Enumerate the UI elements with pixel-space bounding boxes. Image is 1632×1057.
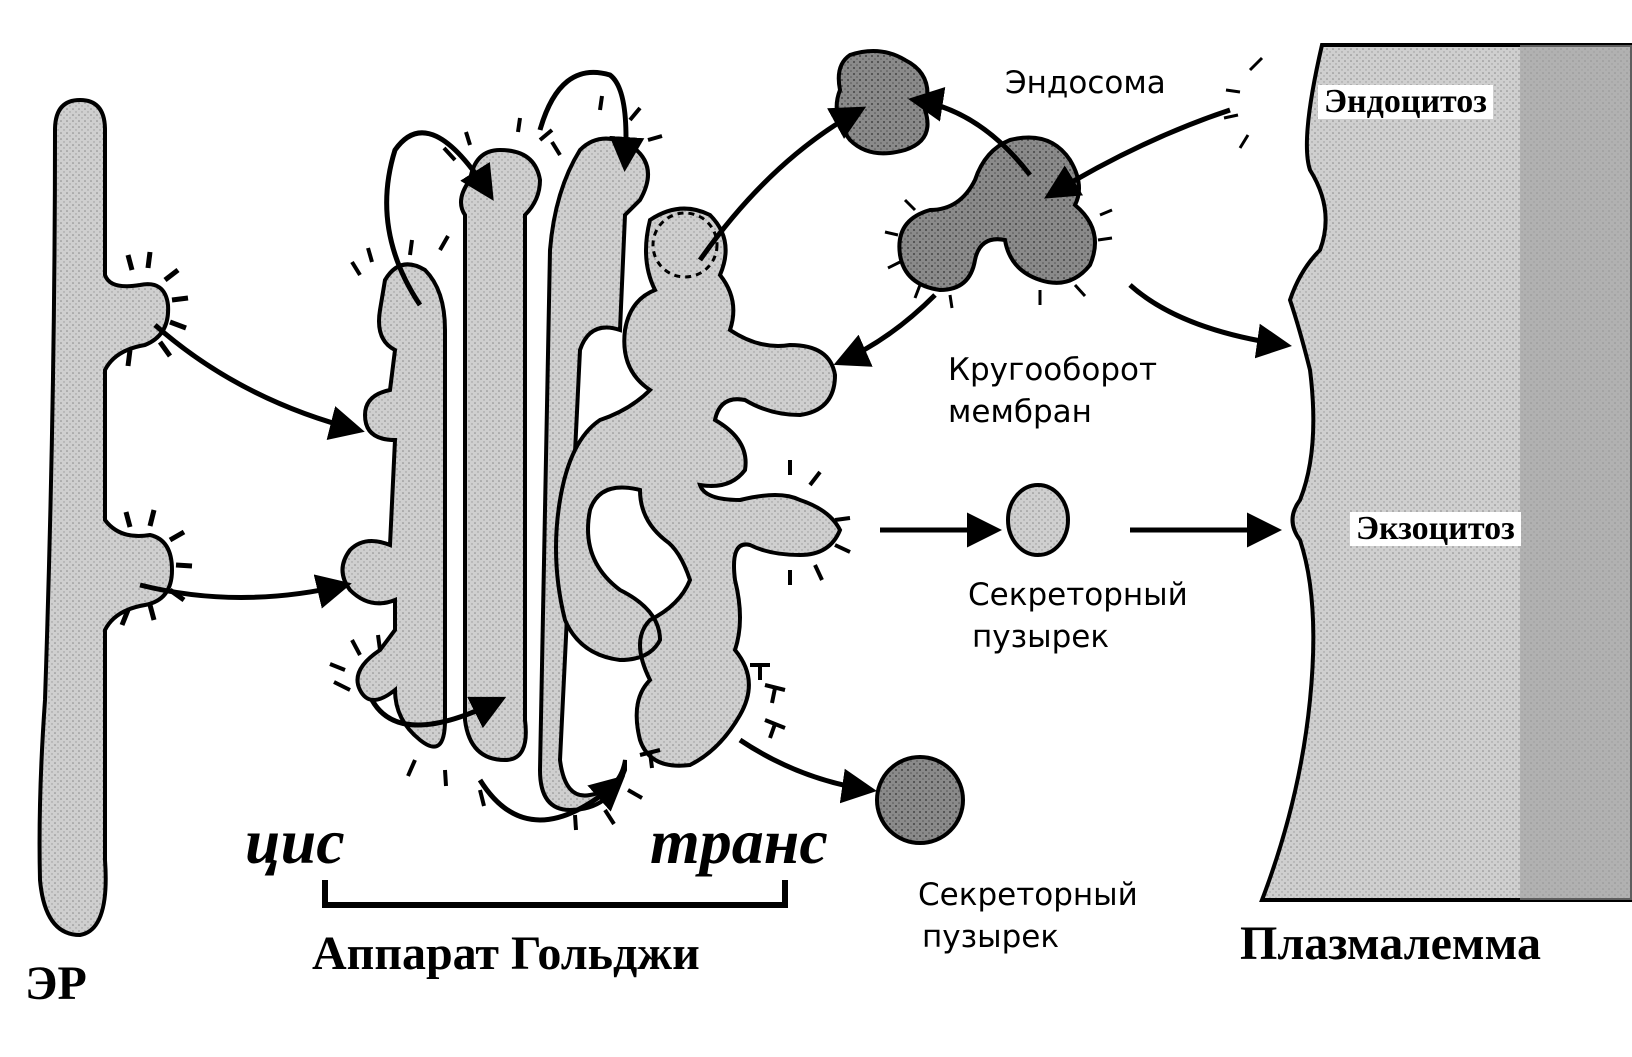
secretory-vesicle-1-line1: Секреторный [968,580,1188,611]
arrow-er-to-golgi-top [155,325,358,430]
arrow-golgi-to-dark-vesicle [740,740,870,790]
secretory-vesicle-dark [877,757,963,843]
secretory-vesicle-2-line1: Секреторный [918,880,1138,911]
recycling-label-line2: мембран [948,397,1092,428]
arrow-recycling-to-pm [1130,285,1285,345]
plasma-membrane-dark-band [1520,45,1632,900]
endosome-label: Эндосома [1005,68,1166,99]
golgi-label: Аппарат Гольджи [312,930,700,978]
golgi-bracket [325,880,785,905]
plasmalemma-label: Плазмалемма [1240,920,1541,968]
golgi-cisterna-cis [343,264,446,746]
endocytosis-label: Эндоцитоз [1318,85,1493,119]
exocytosis-label: Экзоцитоз [1350,512,1521,546]
trans-label: транс [650,810,828,874]
endocytosis-coat-marks [1224,58,1262,148]
recycling-label-line1: Кругооборот [948,355,1157,386]
recycling-endosome [899,138,1095,291]
arrow-recycling-to-golgi [840,295,935,362]
cis-label: цис [245,810,345,874]
secretory-vesicle-2-line2: пузырек [922,922,1059,953]
endosome [837,51,928,153]
er-label: ЭР [25,960,87,1008]
secretory-vesicle-small [1008,485,1068,555]
coated-vesicle-golgi [653,213,717,277]
golgi-cisterna-2 [461,150,540,760]
secretory-vesicle-1-line2: пузырек [972,622,1109,653]
